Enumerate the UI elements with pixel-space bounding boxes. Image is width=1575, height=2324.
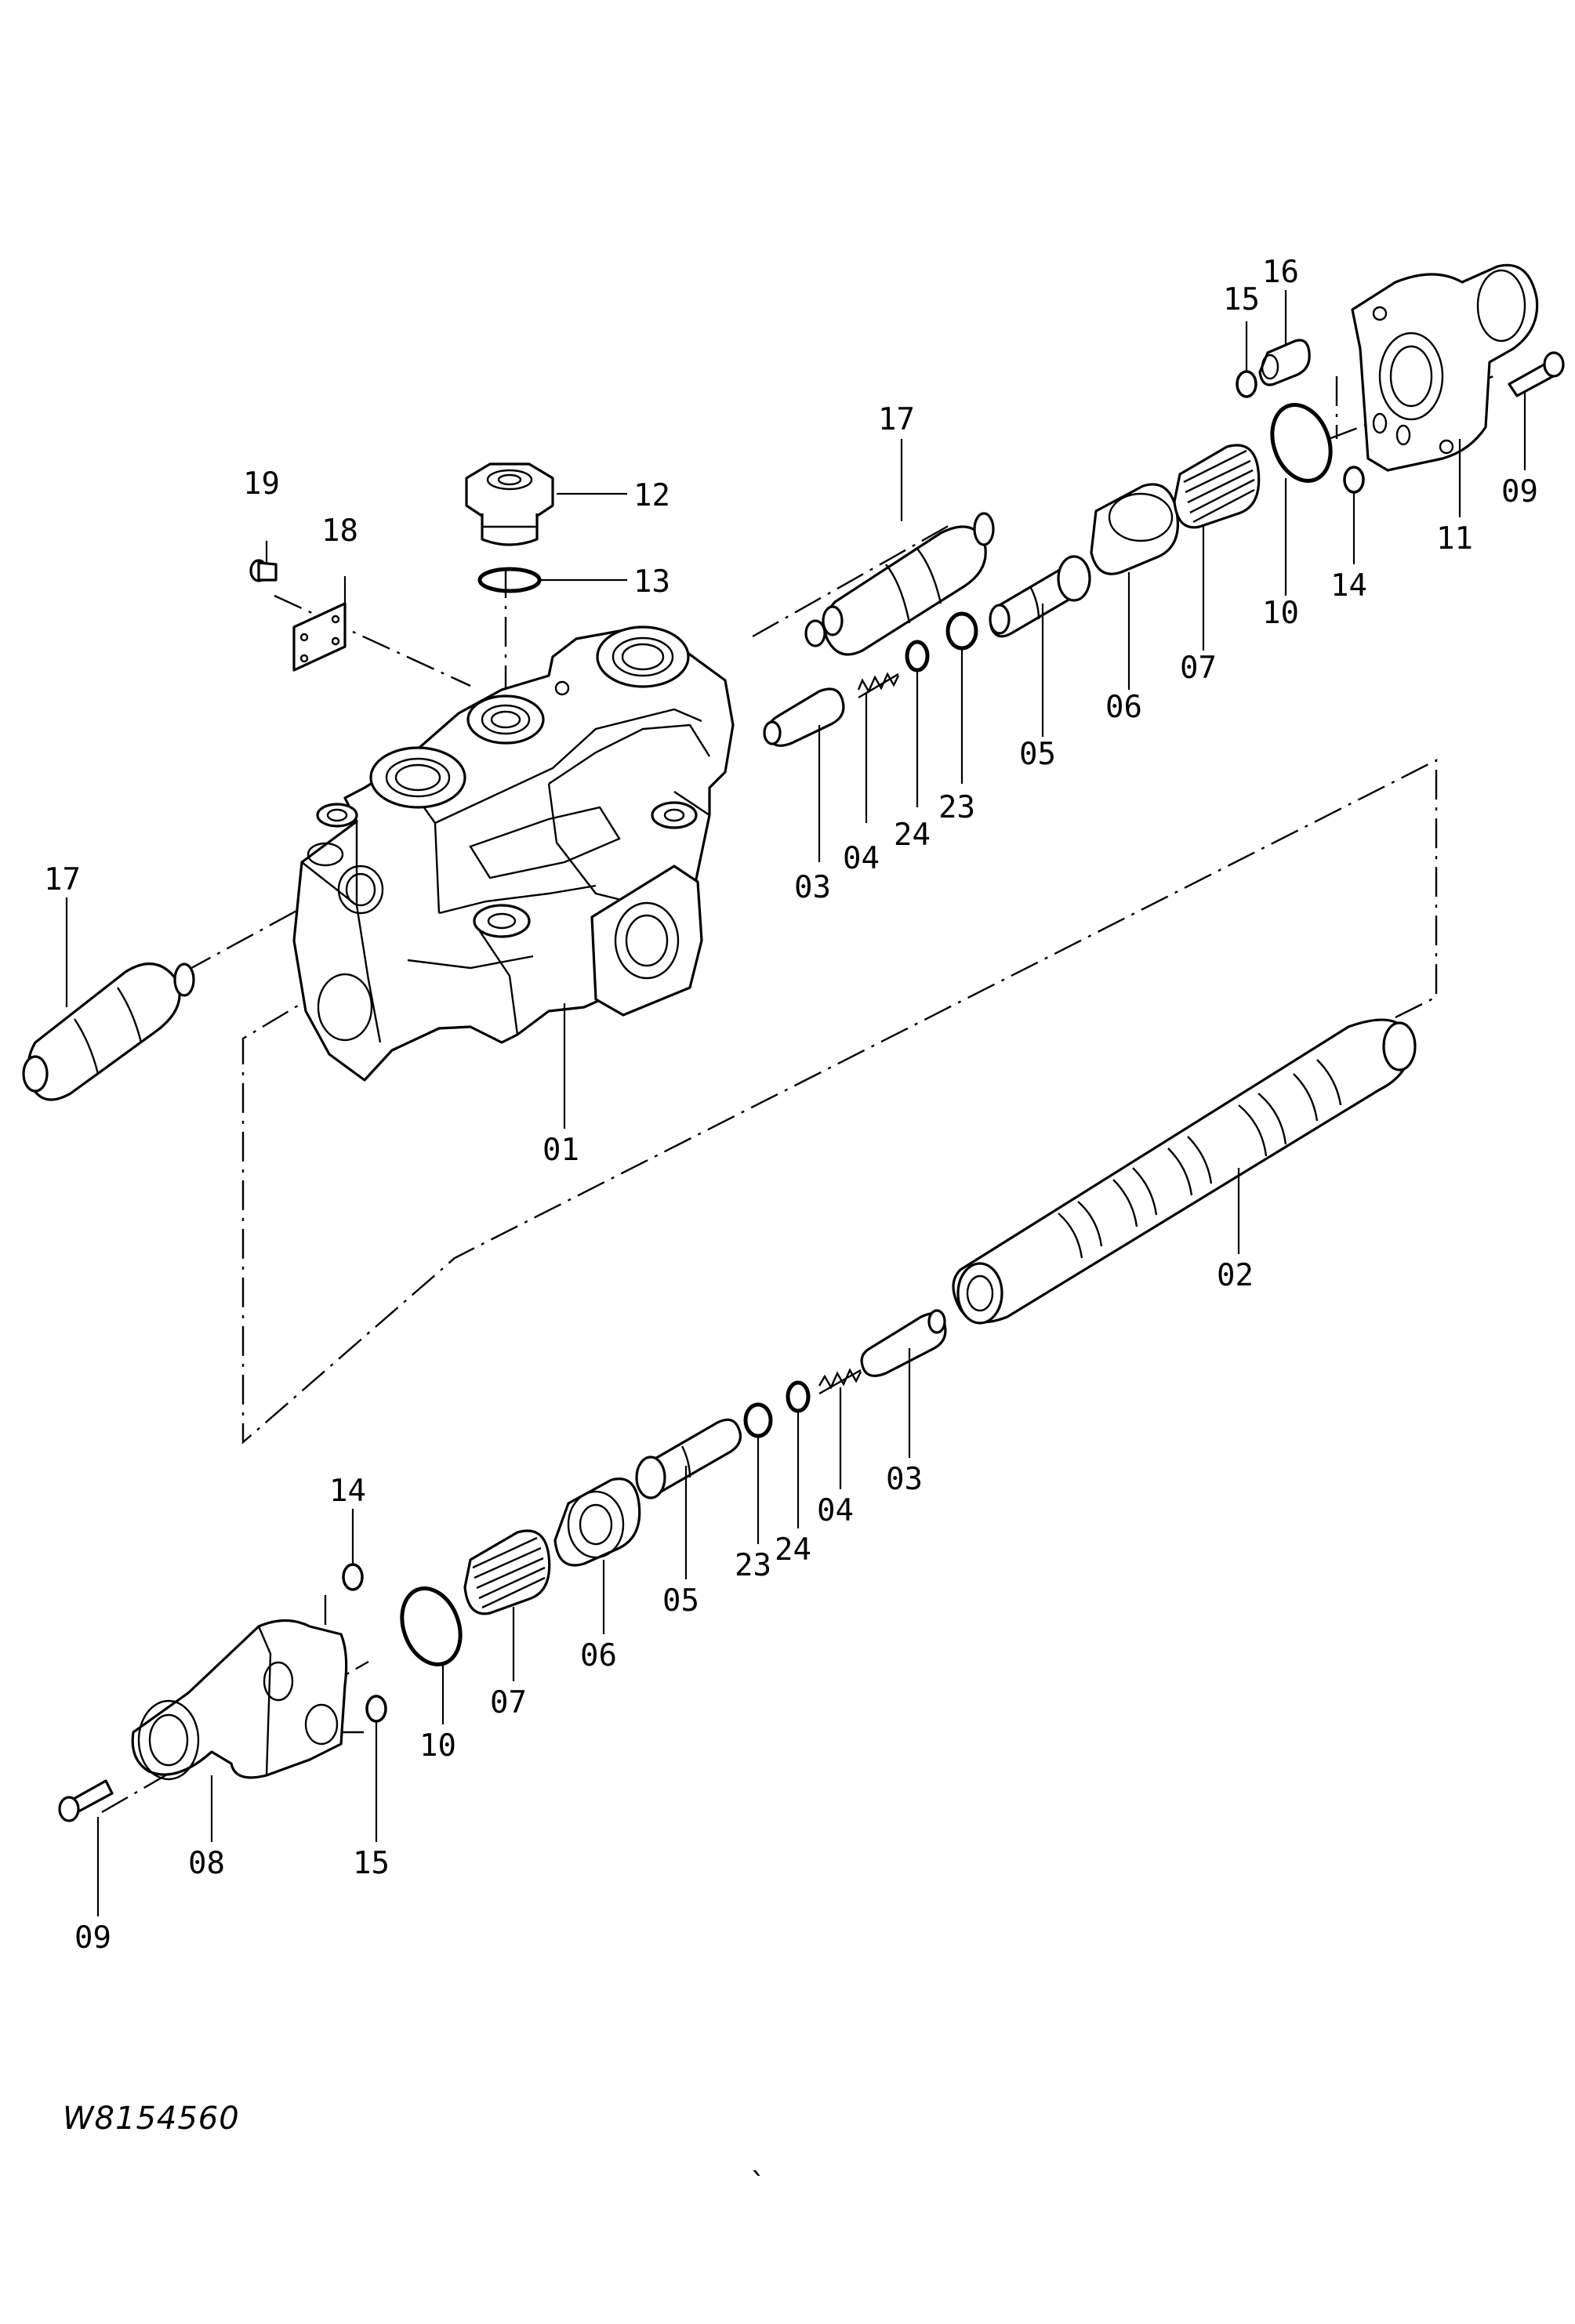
valve-body-01 xyxy=(292,625,735,1082)
label-24-top: 24 xyxy=(894,818,931,853)
label-19: 19 xyxy=(243,466,280,502)
plate-18 xyxy=(292,602,347,672)
plug-16 xyxy=(1258,339,1311,386)
label-10-bottom: 10 xyxy=(419,1728,456,1764)
ring-23-top xyxy=(945,611,978,651)
label-05-bottom: 05 xyxy=(662,1583,699,1619)
label-10-top: 10 xyxy=(1262,596,1299,631)
poppet-03-bottom xyxy=(860,1309,947,1377)
spring-04-top xyxy=(857,672,900,699)
label-03-bottom: 03 xyxy=(886,1462,923,1497)
label-07-bottom: 07 xyxy=(490,1685,527,1720)
assembly-dashed-outline xyxy=(241,759,1438,1445)
spacer-06-top xyxy=(1090,483,1179,575)
o-ring-15-bottom xyxy=(365,1695,387,1723)
label-02: 02 xyxy=(1217,1258,1254,1293)
screw-19 xyxy=(249,559,278,582)
label-17-left: 17 xyxy=(44,862,81,897)
label-09-bottom: 09 xyxy=(74,1920,111,1956)
o-ring-13 xyxy=(477,567,542,593)
spool-02 xyxy=(952,1018,1417,1325)
bolt-09-top xyxy=(1508,351,1565,397)
label-01: 01 xyxy=(543,1133,579,1168)
label-06-top: 06 xyxy=(1105,690,1142,725)
label-08: 08 xyxy=(188,1846,225,1881)
ring-23-bottom xyxy=(743,1402,773,1438)
label-16: 16 xyxy=(1262,255,1299,290)
label-23-top: 23 xyxy=(938,790,975,825)
relief-valve-17-top xyxy=(804,512,995,656)
plug-12 xyxy=(465,462,554,546)
label-06-bottom: 06 xyxy=(580,1638,617,1673)
leader-lines xyxy=(65,290,1526,1916)
label-03-top: 03 xyxy=(794,870,831,905)
label-24-bottom: 24 xyxy=(775,1532,811,1568)
label-04-top: 04 xyxy=(843,841,880,876)
part-labels: 12 13 19 18 17 17 01 02 03 04 24 23 05 0… xyxy=(44,255,1538,2203)
o-ring-10-top xyxy=(1270,403,1333,483)
label-09-top: 09 xyxy=(1501,474,1538,509)
cap-11 xyxy=(1351,263,1539,472)
stray-mark: ` xyxy=(749,2167,767,2203)
label-14-top: 14 xyxy=(1330,568,1367,604)
o-ring-15-top xyxy=(1236,370,1257,398)
label-13: 13 xyxy=(633,564,670,600)
spring-07-bottom xyxy=(463,1529,551,1615)
o-ring-10-bottom xyxy=(400,1586,463,1666)
cap-08 xyxy=(131,1619,348,1781)
label-15-top: 15 xyxy=(1223,282,1260,317)
label-12: 12 xyxy=(633,478,670,513)
spring-04-bottom xyxy=(818,1368,862,1395)
label-04-bottom: 04 xyxy=(817,1493,854,1528)
centerline-upper xyxy=(752,522,953,638)
spring-07-top xyxy=(1173,444,1261,529)
bolt-09-bottom xyxy=(58,1779,114,1822)
label-18: 18 xyxy=(321,513,358,549)
label-07-top: 07 xyxy=(1180,651,1217,686)
relief-valve-17-left xyxy=(22,963,195,1101)
label-15-bottom: 15 xyxy=(353,1846,390,1881)
stopper-05-top xyxy=(989,555,1091,638)
label-23-bottom: 23 xyxy=(735,1548,771,1583)
centerline-relief-left xyxy=(183,894,326,973)
ring-24-bottom xyxy=(786,1380,811,1413)
spacer-06-bottom xyxy=(553,1477,641,1567)
ring-24-top xyxy=(905,640,930,673)
centerline-plate xyxy=(274,594,471,687)
drawing-id: W8154560 xyxy=(63,2101,240,2137)
poppet-03-top xyxy=(763,687,845,747)
label-14-bottom: 14 xyxy=(329,1474,366,1509)
label-11: 11 xyxy=(1436,521,1473,557)
o-ring-14-bottom xyxy=(342,1563,364,1591)
stopper-05-bottom xyxy=(635,1418,742,1499)
label-05-top: 05 xyxy=(1019,737,1056,772)
label-17-top: 17 xyxy=(878,402,915,437)
o-ring-14-top xyxy=(1343,466,1365,494)
